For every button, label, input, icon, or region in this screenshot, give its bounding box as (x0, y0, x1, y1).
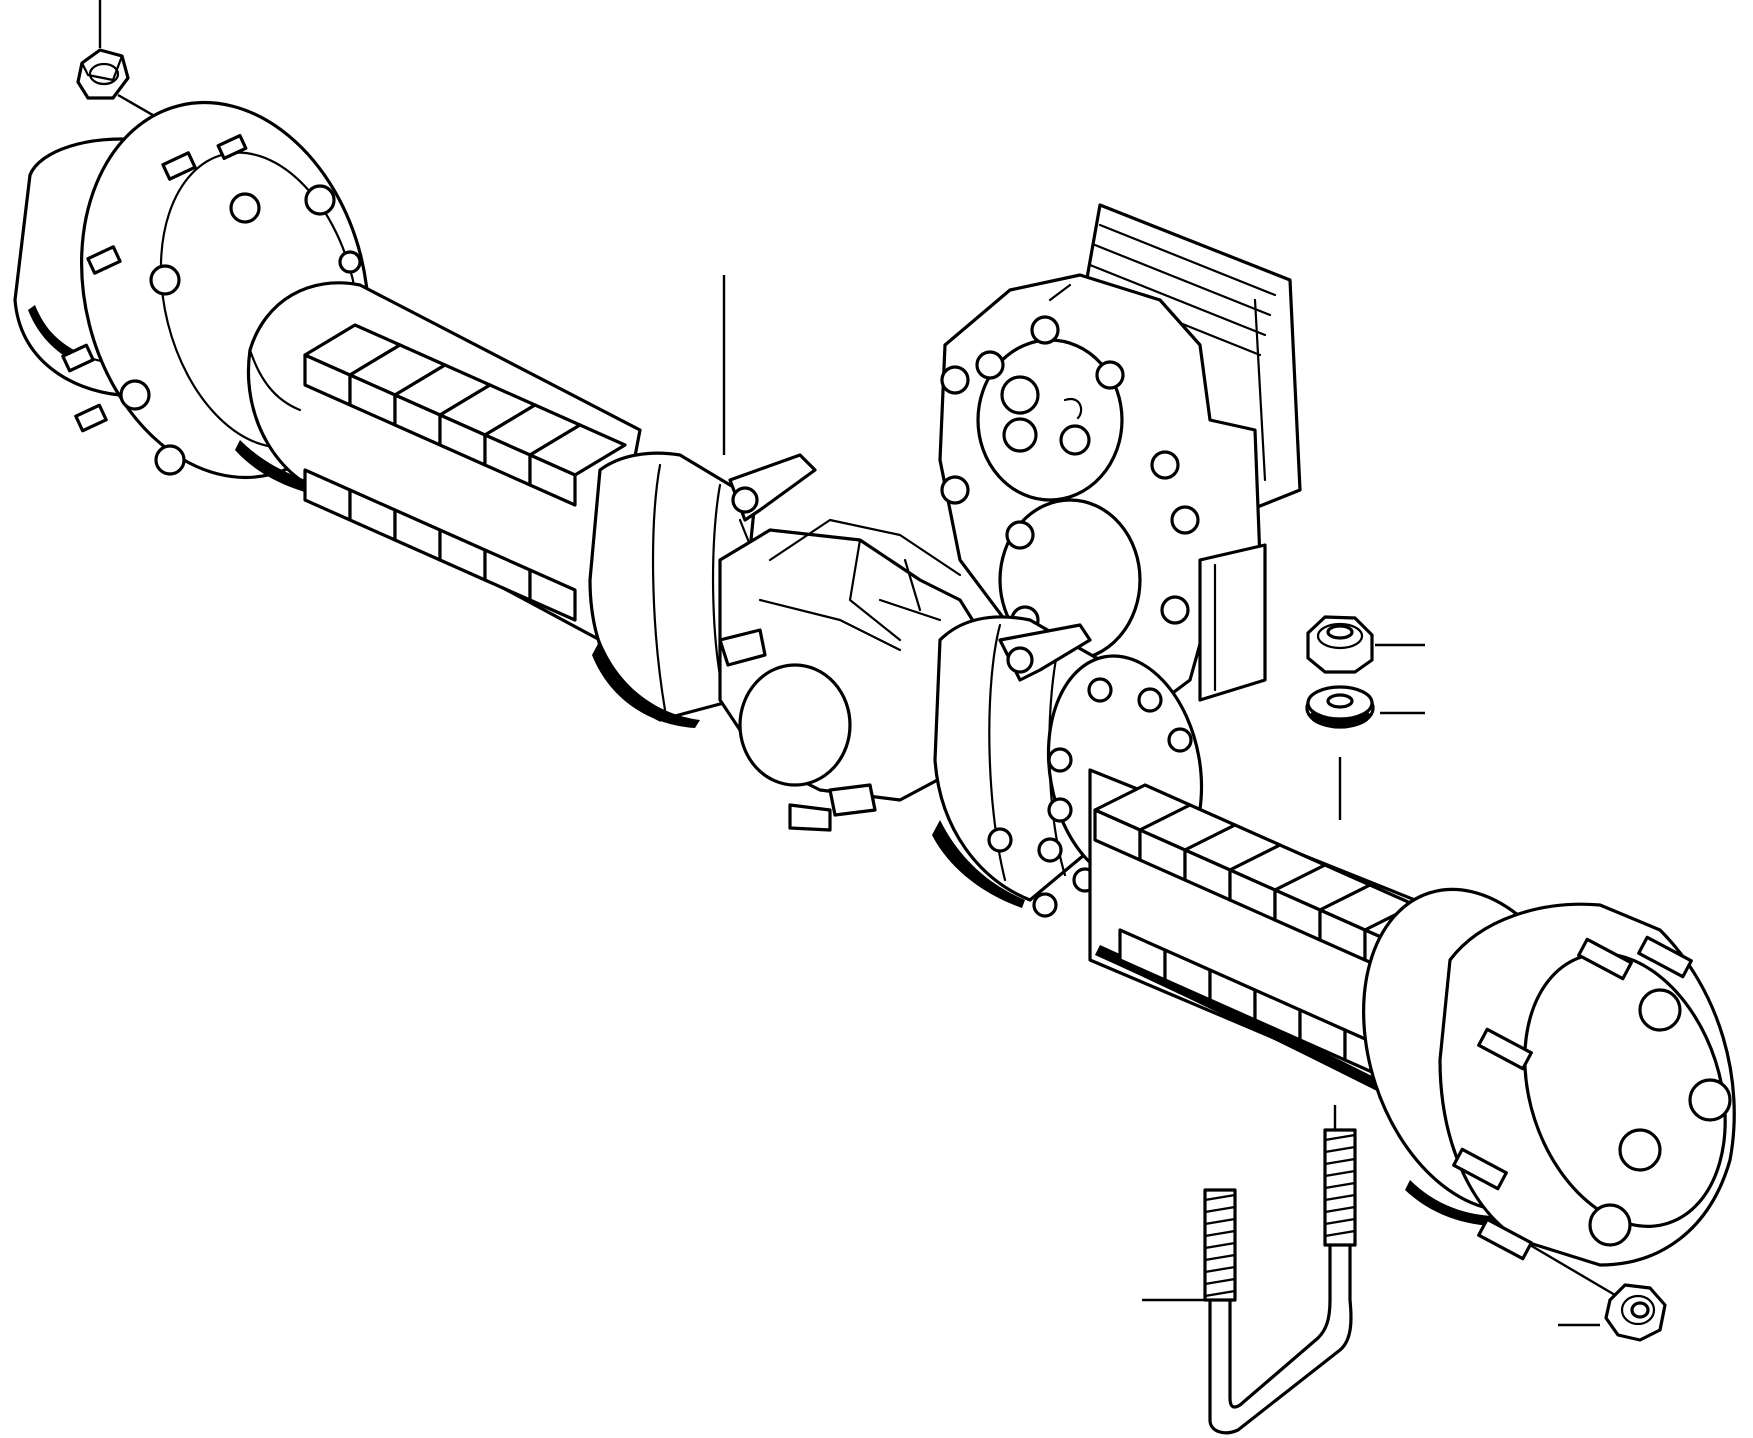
washer-right (1305, 685, 1375, 729)
differential-carrier (938, 203, 1302, 712)
nut-right (1306, 615, 1374, 674)
nut-top-left (76, 48, 130, 100)
leader-bottom-right-stud (1529, 1243, 1616, 1297)
u-bolt (1203, 1128, 1357, 1435)
nut-bottom-right (1604, 1283, 1667, 1342)
center-housing (588, 451, 1204, 918)
axle-tube-left (235, 281, 642, 642)
hub-studs (1452, 935, 1693, 1261)
right-wheel-hub (1362, 887, 1736, 1267)
left-wheel-hub (13, 100, 371, 480)
cooling-fins-left (303, 323, 627, 622)
